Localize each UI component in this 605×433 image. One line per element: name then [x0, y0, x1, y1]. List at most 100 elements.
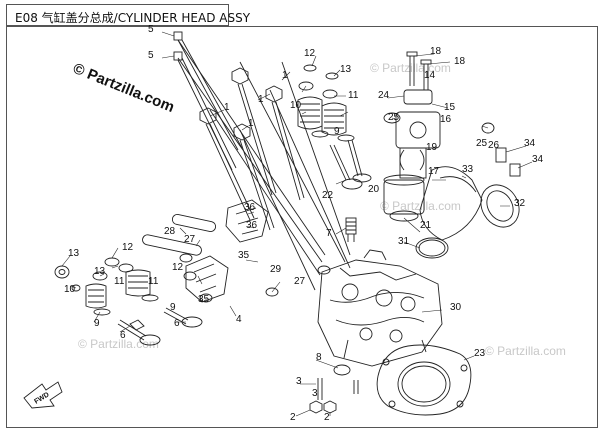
callout-number: 23	[474, 348, 486, 359]
watermark-text: © Partzilla.com	[71, 60, 177, 116]
callout-number: 24	[378, 90, 390, 101]
fwd-arrow	[23, 381, 63, 409]
intake-pipe	[419, 147, 521, 241]
callout-number: 36	[246, 220, 258, 231]
valve-keeper	[129, 319, 145, 331]
callout-number: 35	[238, 250, 250, 261]
callout-number: 11	[348, 90, 359, 101]
callout-number: 29	[270, 264, 282, 275]
callout-number: 3	[296, 376, 302, 387]
parts-drawing	[23, 31, 533, 417]
bolt-guide-line	[239, 61, 346, 263]
callout-number: 17	[428, 166, 440, 177]
callout-number: 16	[440, 114, 452, 125]
bolt-guide-line	[239, 129, 316, 291]
watermark-text: © Partzilla.com	[78, 337, 159, 351]
callout-number: 27	[294, 276, 306, 287]
washer	[317, 265, 331, 275]
callout-number: 10	[290, 100, 302, 111]
callout-number: 12	[172, 262, 184, 273]
head-bolt	[231, 67, 277, 196]
callout-number: 2	[324, 412, 330, 423]
callout-number: 18	[430, 46, 442, 57]
callout-number: 5	[148, 24, 154, 35]
o-ring	[415, 237, 449, 259]
callout-number: 31	[398, 236, 410, 247]
fwd-label: FWD	[33, 391, 50, 405]
callout-number: 34	[532, 154, 544, 165]
callout-number: 12	[122, 242, 134, 253]
callout-number: 13	[94, 266, 106, 277]
callout-number: 36	[244, 202, 256, 213]
cylinder-head	[317, 249, 443, 367]
stud	[353, 380, 359, 394]
head-gasket	[376, 344, 472, 416]
nut	[323, 400, 337, 414]
spark-plug	[345, 217, 357, 242]
callout-number: 11	[114, 276, 125, 287]
bolt-guide-line	[209, 109, 321, 276]
callout-number: 25	[476, 138, 488, 149]
thermostat-stack	[383, 51, 495, 222]
dowel	[333, 364, 351, 376]
watermark-text: © Partzilla.com	[380, 199, 461, 213]
stud	[317, 378, 323, 400]
callout-number: 9	[94, 318, 100, 329]
callout-number: 33	[462, 164, 474, 175]
callout-number: 1	[282, 70, 288, 81]
callout-number: 9	[170, 302, 176, 313]
diagram-frame	[6, 26, 598, 428]
callout-number: 14	[424, 70, 436, 81]
title-box: E08 气缸盖分总成/CYLINDER HEAD ASSY	[6, 4, 250, 26]
callout-number: 22	[322, 190, 334, 201]
callout-number: 1	[258, 94, 264, 105]
callout-number: 2	[290, 412, 296, 423]
callout-number: 6	[174, 318, 180, 329]
callout-number: 28	[164, 226, 176, 237]
callout-number: 13	[68, 248, 80, 259]
washer	[265, 287, 279, 297]
bolt-guide-line	[177, 39, 326, 256]
callout-number: 27	[184, 234, 196, 245]
callout-number: 11	[148, 276, 159, 287]
callout-number: 26	[488, 140, 500, 151]
callout-number: 9	[334, 126, 340, 137]
bolt-guide-line	[177, 57, 323, 263]
callout-number: 8	[316, 352, 322, 363]
callout-number: 34	[524, 138, 536, 149]
callout-number: 4	[236, 314, 242, 325]
bolt-guide-line	[269, 89, 351, 269]
callout-number: 19	[426, 142, 438, 153]
valve-stack-right	[297, 64, 372, 190]
callout-number: 20	[368, 184, 380, 195]
callout-number: 13	[340, 64, 352, 75]
callout-number: 1	[224, 102, 230, 113]
callout-number: 5	[148, 50, 154, 61]
o-ring-inner	[418, 239, 446, 257]
callout-number: 10	[64, 284, 76, 295]
callout-number: 12	[304, 48, 316, 59]
head-bolt	[233, 123, 275, 231]
callout-number: 35	[198, 294, 210, 305]
callout-number: 3	[312, 388, 318, 399]
callout-number: 21	[420, 220, 432, 231]
watermark-layer: © Partzilla.com © Partzilla.com © Partzill…	[71, 60, 566, 358]
head-bolt	[265, 85, 305, 201]
callout-number: 1	[248, 118, 254, 129]
callout-number: 7	[326, 228, 332, 239]
diagram-title: E08 气缸盖分总成/CYLINDER HEAD ASSY	[15, 11, 251, 25]
callout-number: 32	[514, 198, 526, 209]
callout-number: 15	[444, 102, 456, 113]
leader-lines	[61, 31, 533, 417]
head-bolt	[199, 107, 255, 221]
callout-number: 30	[450, 302, 462, 313]
rocker-assembly	[142, 199, 269, 303]
callout-number: 18	[454, 56, 466, 67]
bolt-guide-line	[281, 61, 351, 256]
callout-number: 25	[388, 112, 400, 123]
watermark-text: © Partzilla.com	[485, 344, 566, 358]
nut	[309, 400, 323, 414]
